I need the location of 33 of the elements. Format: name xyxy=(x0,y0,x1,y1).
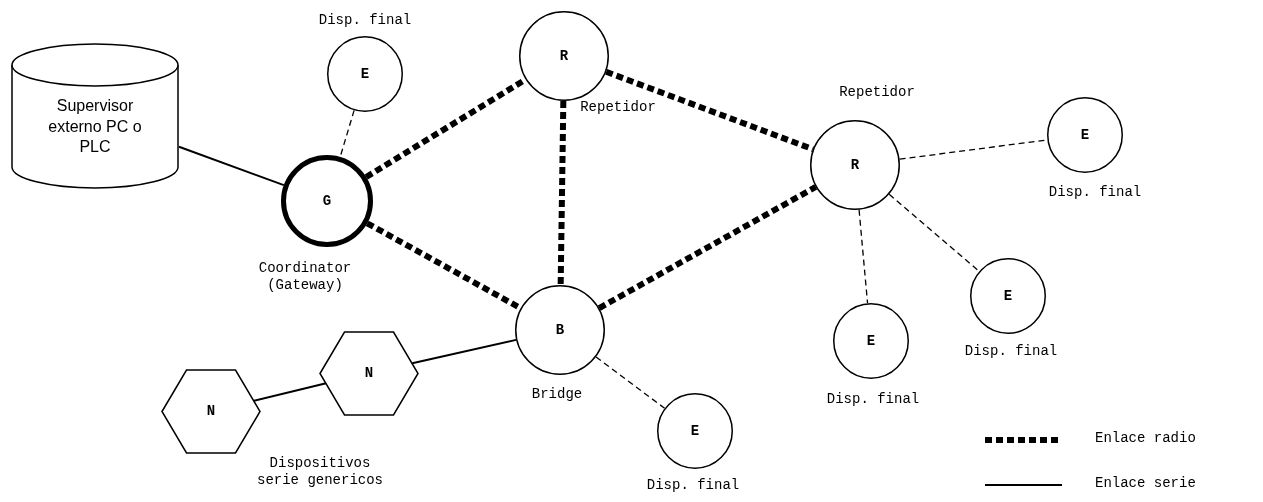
node-caption: Disp. final xyxy=(963,343,1059,360)
node-letter: B xyxy=(555,322,565,338)
node-letter: N xyxy=(206,403,216,419)
node-letter: E xyxy=(1003,288,1013,304)
radio-link xyxy=(557,100,567,286)
node-caption: Repetidor xyxy=(838,84,916,101)
node-letter: R xyxy=(850,157,860,173)
radio-link xyxy=(605,68,814,153)
dashed-link xyxy=(858,209,869,304)
node-caption: Disp. final xyxy=(1047,184,1143,201)
group-caption: Dispositivos serie genericos xyxy=(256,455,384,489)
node-caption: Repetidor xyxy=(579,99,657,116)
serial-link xyxy=(178,145,285,187)
dashed-link xyxy=(339,109,355,158)
node-letter: R xyxy=(559,48,569,64)
node-caption: Disp. final xyxy=(645,477,741,494)
node-caption: Disp. final xyxy=(317,12,413,29)
node-label: Supervisor externo PC o PLC xyxy=(47,95,143,158)
node-letter: E xyxy=(690,423,700,439)
node-caption: Disp. final xyxy=(825,391,921,408)
serial-link xyxy=(411,338,518,365)
node-caption: Coordinator (Gateway) xyxy=(257,260,353,294)
node-letter: E xyxy=(866,333,876,349)
dashed-link xyxy=(595,356,666,409)
legend-label: Enlace serie xyxy=(1095,475,1196,492)
radio-link xyxy=(597,184,818,311)
node-letter: E xyxy=(360,66,370,82)
node-letter: N xyxy=(364,365,374,381)
node-caption: Bridge xyxy=(530,386,584,403)
legend-label: Enlace radio xyxy=(1095,430,1196,447)
dashed-link xyxy=(888,193,980,272)
node-letter: G xyxy=(322,193,332,209)
node-letter: E xyxy=(1080,127,1090,143)
